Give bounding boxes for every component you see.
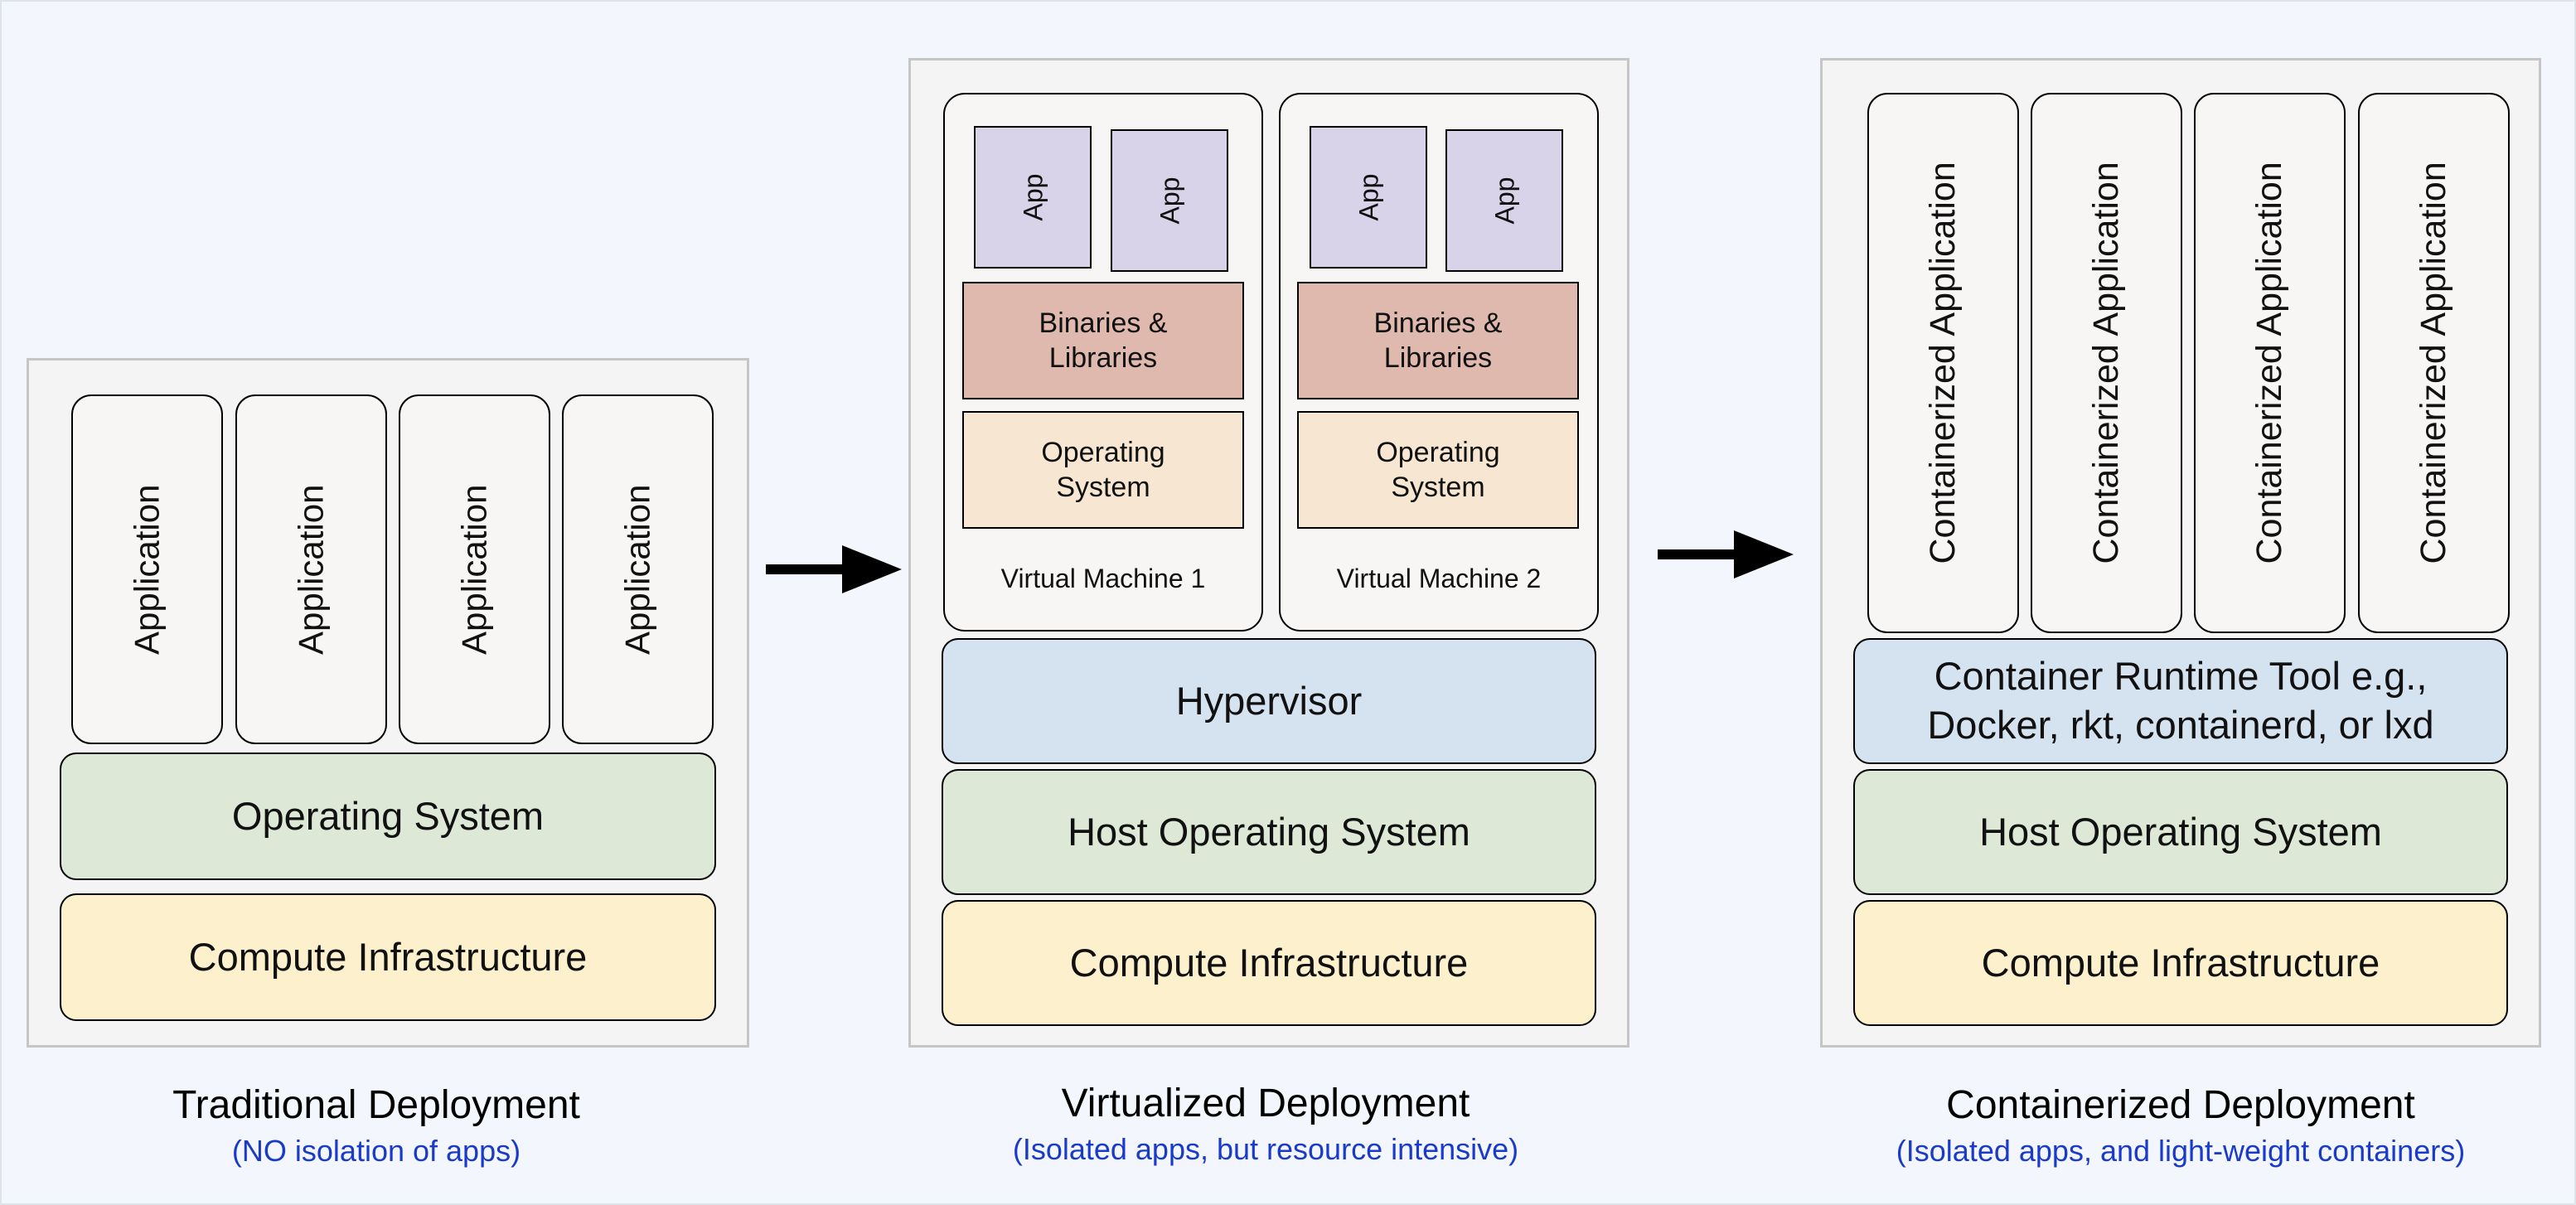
application-box: Application (399, 394, 550, 744)
traditional-title: Traditional Deployment (172, 1083, 580, 1127)
operating-system-layer: Operating System (60, 753, 716, 880)
compute-infrastructure-layer: Compute Infrastructure (1853, 900, 2508, 1026)
guest-operating-system-box: Operating System (962, 411, 1244, 529)
application-box: Application (71, 394, 223, 744)
containerized-title: Containerized Deployment (1946, 1083, 2415, 1127)
hypervisor-layer: Hypervisor (942, 638, 1596, 764)
app-box: App (1310, 126, 1427, 269)
containerized-application-box: Containerized Application (2358, 93, 2510, 633)
vm-2-label: Virtual Machine 2 (1336, 564, 1542, 593)
host-operating-system-layer: Host Operating System (1853, 769, 2508, 895)
app-box: App (974, 126, 1092, 269)
containerized-application-box: Containerized Application (2194, 93, 2346, 633)
guest-operating-system-box: Operating System (1297, 411, 1579, 529)
virtualized-subtitle: (Isolated apps, but resource intensive) (1012, 1132, 1519, 1166)
compute-infrastructure-layer: Compute Infrastructure (60, 893, 716, 1021)
app-box: App (1445, 129, 1563, 272)
virtualized-title: Virtualized Deployment (1061, 1082, 1470, 1125)
arrow-right-icon (1658, 530, 1794, 578)
binaries-libraries-box: Binaries & Libraries (1297, 282, 1579, 399)
app-box: App (1111, 129, 1228, 272)
arrow-right-icon (766, 545, 902, 593)
application-box: Application (235, 394, 387, 744)
binaries-libraries-box: Binaries & Libraries (962, 282, 1244, 399)
vm-1-label: Virtual Machine 1 (1000, 564, 1206, 593)
host-operating-system-layer: Host Operating System (942, 769, 1596, 895)
containerized-subtitle: (Isolated apps, and light-weight contain… (1896, 1134, 2466, 1168)
compute-infrastructure-layer: Compute Infrastructure (942, 900, 1596, 1026)
container-runtime-layer: Container Runtime Tool e.g., Docker, rkt… (1853, 638, 2508, 764)
application-box: Application (562, 394, 714, 744)
containerized-application-box: Containerized Application (2031, 93, 2182, 633)
traditional-subtitle: (NO isolation of apps) (231, 1134, 521, 1168)
containerized-application-box: Containerized Application (1867, 93, 2019, 633)
